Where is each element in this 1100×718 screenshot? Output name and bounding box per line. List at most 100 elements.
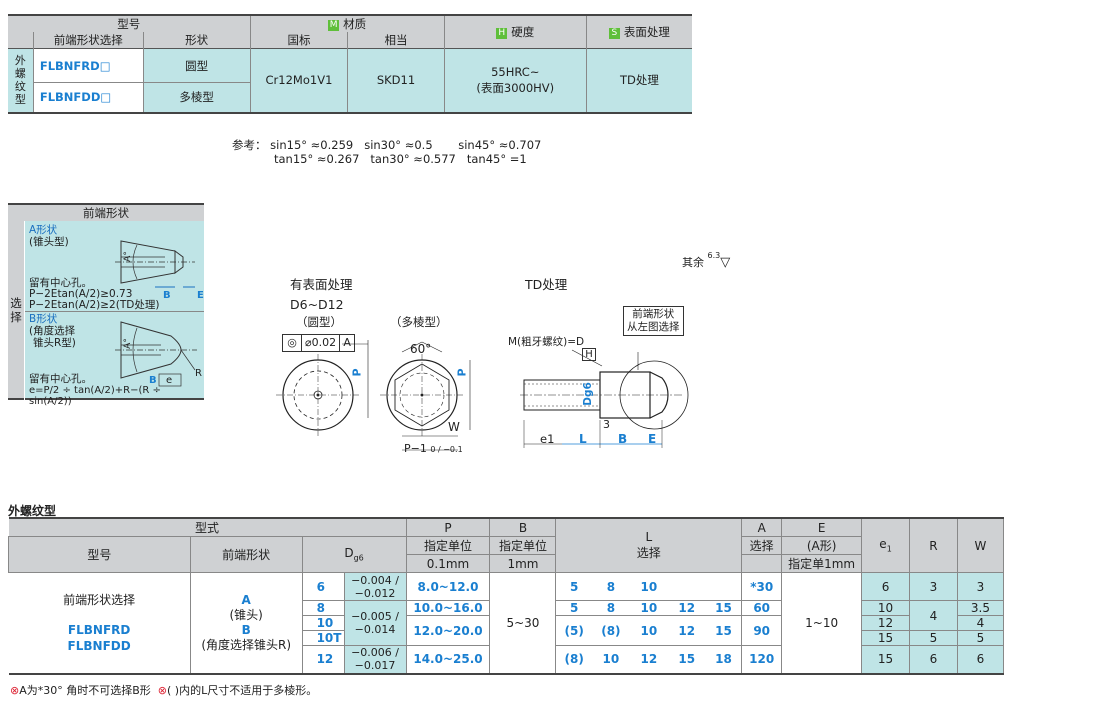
dims-h-e1: e1 — [861, 517, 911, 573]
dims-h-w: W — [956, 517, 1005, 573]
spec-surface-value: TD处理 — [585, 48, 692, 114]
dims-l: 15 — [705, 615, 743, 646]
technical-drawing — [276, 340, 689, 451]
round-label: （圆型） — [296, 315, 342, 329]
tip-shape-title: 前端形状 — [8, 203, 204, 221]
dims-a: 90 — [741, 615, 782, 646]
dims-tol: −0.005 / −0.014 — [343, 600, 407, 646]
dims-h-a3 — [741, 554, 783, 573]
p-minus-label: P−1 0 / −0.1 — [404, 442, 463, 455]
footnote: ⊗A为*30° 角时不可选择B形 ⊗( )内的L尺寸不适用于多棱形。 — [10, 684, 318, 697]
dims-h-a: A — [741, 517, 783, 537]
dims-l: (5) — [555, 615, 592, 646]
spec-hardness-value: 55HRC~ (表面3000HV) — [443, 48, 587, 114]
dims-l: 10 — [591, 645, 630, 675]
dims-l: 15 — [705, 600, 743, 616]
shape-a-angle-label: A° — [122, 251, 133, 262]
reference-label: 参考： — [232, 138, 267, 152]
dims-l: 8 — [606, 579, 616, 594]
dims-p: 12.0~20.0 — [405, 615, 491, 646]
dims-tol: −0.004 / −0.012 — [343, 572, 407, 601]
dims-w: 5 — [956, 630, 1005, 646]
dims-e1: 15 — [861, 630, 911, 646]
dims-h-b: B — [489, 517, 557, 537]
dims-e1: 10 — [861, 600, 911, 616]
dims-d: 10T — [301, 630, 345, 646]
dims-r: 4 — [909, 600, 958, 631]
poly-label: （多棱型） — [390, 315, 448, 329]
dims-h-p: P — [405, 517, 491, 537]
spec-header-shape: 形状 — [142, 32, 251, 49]
shape-b-e-label: e — [166, 375, 173, 386]
thread-label: M(粗牙螺纹)=D — [508, 336, 585, 348]
spec-equiv-value: SKD11 — [347, 48, 445, 114]
shape-a-title: A形状 — [29, 224, 58, 236]
shape-b-drawing — [115, 321, 197, 387]
p-tol-round: P — [350, 368, 364, 377]
shape-a-box: A形状 (锥头型) A° B E 留有中心孔。 P−2Etan(A/2)≥0.7… — [25, 221, 204, 312]
dims-l: 10 — [640, 579, 658, 594]
spec-gb-value: Cr12Mo1V1 — [249, 48, 348, 114]
p-tol-poly: P — [455, 368, 469, 377]
dims-h-type: 型式 — [8, 518, 407, 537]
dims-a: 60 — [741, 600, 782, 616]
dims-tol: −0.006 / −0.017 — [343, 645, 407, 675]
spec-row-shape: 多棱型 — [142, 82, 251, 114]
tip-callout: 前端形状 从左图选择 — [623, 306, 684, 336]
spec-row-shape: 圆型 — [142, 48, 251, 83]
shape-b-box: B形状 (角度选择 锥头R型) A° R B e 留有中心孔。 e=P/2 ÷ … — [25, 312, 204, 407]
dims-w: 3.5 — [956, 600, 1005, 616]
dims-h-e3: 指定单1mm — [781, 554, 863, 573]
spec-header-tip-select: 前端形状选择 — [32, 32, 144, 49]
dims-d: 10 — [301, 615, 345, 631]
dims-r: 3 — [909, 572, 958, 601]
dims-l: 10 — [629, 600, 668, 616]
e-dim-label: E — [648, 432, 657, 446]
shape-b-r-label: R — [195, 368, 202, 379]
e1-label: e1 — [540, 432, 555, 446]
dims-l: 12 — [667, 600, 706, 616]
dims-h-d: Dg6 — [301, 536, 407, 573]
dims-h-p3: 0.1mm — [405, 554, 491, 573]
td-title: TD处理 — [525, 277, 568, 292]
tip-shape-panel: 前端形状 选择 A形状 (锥头型) A° B E 留有中心孔。 P−2Etan(… — [8, 203, 204, 407]
spec-header-blank — [8, 32, 34, 49]
dims-a: *30 — [750, 579, 774, 594]
spec-row-code: FLBNFRD□ — [32, 48, 144, 83]
dims-h-r: R — [909, 517, 958, 573]
dims-l: 12 — [629, 645, 668, 675]
dims-h-model: 型号 — [8, 536, 191, 573]
dims-l — [705, 572, 743, 601]
reference-block: 参考： sin15° ≈0.259 sin30° ≈0.5 sin45° ≈0.… — [232, 138, 542, 166]
dims-l: 15 — [667, 645, 706, 675]
dims-l: 5 — [555, 600, 592, 616]
roughness-icon: 6.3 — [707, 251, 721, 260]
dg6-label: Dg6 — [581, 382, 594, 406]
spec-side-label: 外螺纹型 — [8, 48, 34, 114]
shape-a-e-label: E — [197, 290, 204, 301]
dims-e-range: 1~10 — [781, 572, 863, 675]
dims-e1: 15 — [861, 645, 911, 675]
dims-l: 18 — [705, 645, 743, 675]
surface-title: 有表面处理 — [290, 277, 353, 292]
dims-h-tip: 前端形状 — [189, 536, 303, 573]
dims-b-range: 5~30 — [489, 572, 557, 675]
dims-a: 120 — [741, 645, 782, 675]
datum-a: H — [582, 348, 596, 361]
dims-section-title: 外螺纹型 — [8, 504, 57, 518]
tolerance-frame: ◎ ⌀0.02 A — [282, 334, 356, 352]
dims-l: 10 — [629, 615, 668, 646]
dims-d: 8 — [301, 600, 345, 616]
shape-b-angle-label: A° — [122, 338, 133, 349]
dims-w: 4 — [956, 615, 1005, 631]
dims-d: 12 — [301, 645, 345, 675]
spec-header-equiv: 相当 — [347, 32, 445, 49]
shape-a-drawing — [115, 240, 195, 288]
dims-h-a2: 选择 — [741, 536, 783, 555]
three-label: 3 — [603, 418, 610, 431]
dims-model-cell: 前端形状选择 FLBNFRD FLBNFDD — [8, 572, 191, 675]
